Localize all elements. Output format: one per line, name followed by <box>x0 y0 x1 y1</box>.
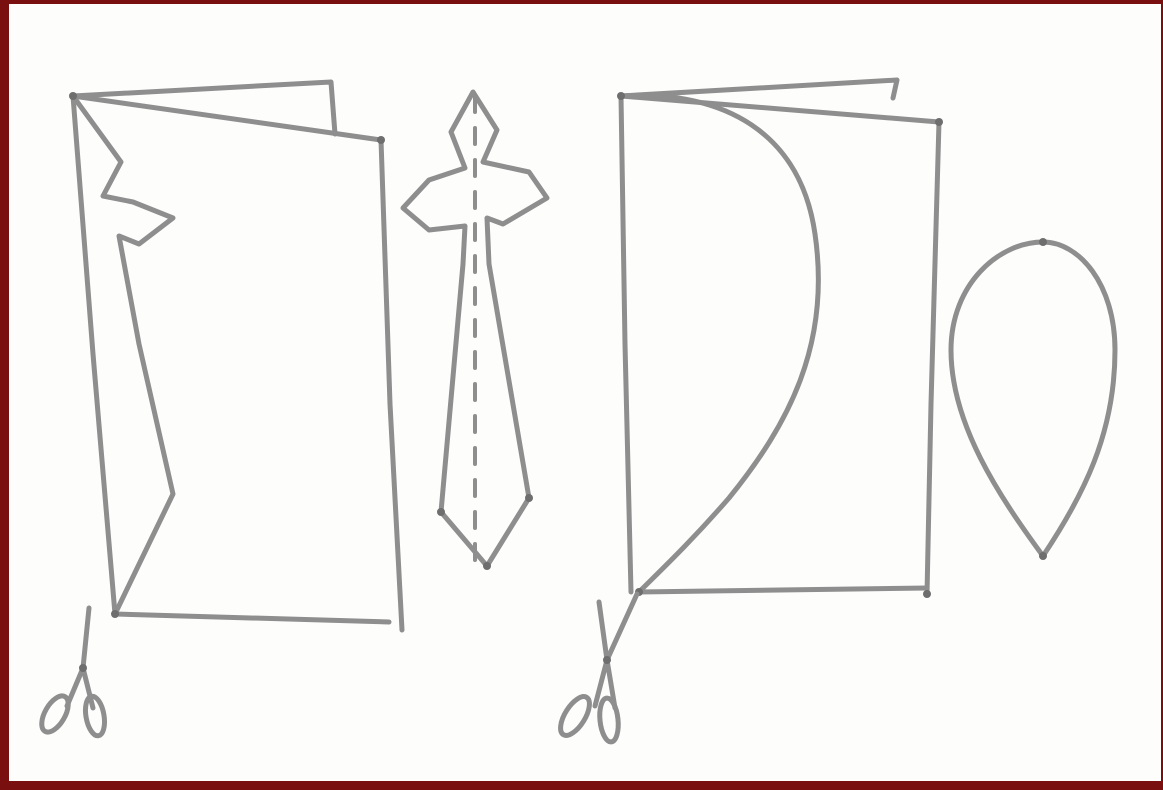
folded-paper-tie <box>69 82 402 630</box>
tie-shape <box>403 92 547 570</box>
drawing-paper <box>9 4 1161 781</box>
drop-shape <box>951 238 1115 560</box>
drop-cut-line <box>621 95 818 592</box>
folded-paper-drop <box>617 80 943 598</box>
tie-cut-line <box>73 96 173 614</box>
sketch-canvas <box>9 4 1161 781</box>
scissors-icon <box>36 608 107 737</box>
scissors-icon <box>555 594 637 743</box>
